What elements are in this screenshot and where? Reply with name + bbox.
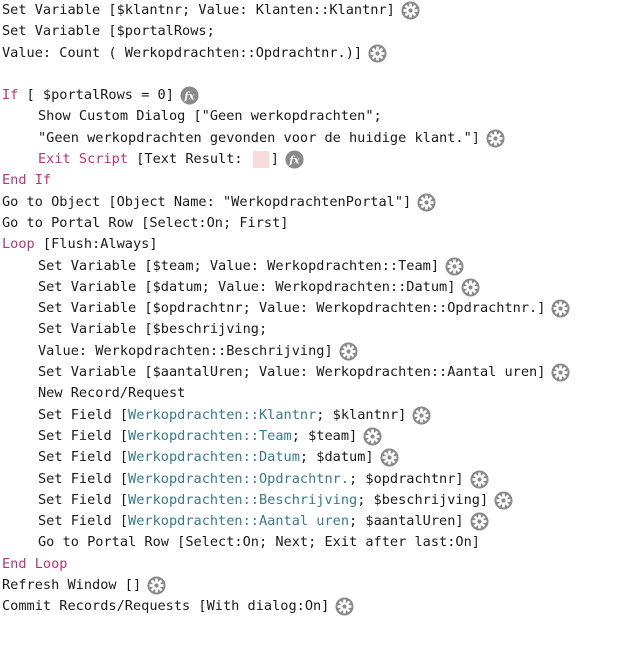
script-step[interactable]: Go to Portal Row [Select:On; First] — [2, 213, 639, 234]
gear-icon[interactable] — [363, 427, 382, 446]
script-step[interactable]: Set Field [Werkopdrachten::Aantal uren; … — [2, 511, 639, 532]
step-text: Set Variable [$klantnr; Value: Klanten::… — [2, 2, 395, 18]
gear-icon[interactable] — [412, 406, 431, 425]
script-step[interactable]: Show Custom Dialog ["Geen werkopdrachten… — [2, 106, 639, 127]
field-reference: Werkopdrachten::Opdrachtnr. — [128, 470, 350, 487]
script-step[interactable]: End If — [2, 170, 639, 191]
script-step[interactable]: Go to Portal Row [Select:On; Next; Exit … — [2, 532, 639, 553]
gear-icon[interactable] — [494, 491, 513, 510]
step-text: Set Variable [$team; Value: Werkopdracht… — [38, 257, 440, 274]
step-text: Show Custom Dialog ["Geen werkopdrachten… — [38, 108, 382, 125]
step-text: Set Variable [$datum; Value: Werkopdrach… — [38, 278, 456, 295]
step-text: ; $klantnr] — [316, 406, 407, 423]
step-text: Set Field [ — [38, 449, 129, 466]
step-text: [Flush:Always] — [34, 236, 158, 253]
script-step[interactable]: Set Field [Werkopdrachten::Klantnr; $kla… — [2, 405, 639, 426]
script-step[interactable]: End Loop — [2, 554, 639, 575]
script-step[interactable]: Set Variable [$datum; Value: Werkopdrach… — [2, 277, 639, 298]
step-text: Set Field [ — [38, 470, 129, 487]
step-text: Set Field [ — [38, 427, 129, 444]
script-step[interactable]: Value: Count ( Werkopdrachten::Opdrachtn… — [2, 43, 639, 64]
empty-text-result[interactable] — [252, 151, 269, 169]
gear-icon[interactable] — [368, 44, 387, 63]
step-text: Value: Werkopdrachten::Beschrijving] — [38, 342, 333, 359]
control-keyword: End If — [2, 172, 52, 189]
step-text: Set Field [ — [38, 406, 129, 423]
script-step[interactable]: If [ $portalRows = 0] fx — [2, 85, 639, 106]
script-step[interactable]: Set Variable [$opdrachtnr; Value: Werkop… — [2, 298, 639, 319]
step-text: ; $team] — [291, 427, 358, 444]
step-text: Go to Object [Object Name: "Werkopdracht… — [2, 193, 412, 210]
script-step[interactable]: Value: Werkopdrachten::Beschrijving] — [2, 341, 639, 362]
control-keyword: Exit Script — [38, 151, 129, 168]
script-step[interactable]: Set Variable [$beschrijving; — [2, 319, 639, 340]
field-reference: Werkopdrachten::Beschrijving — [128, 491, 358, 508]
script-step[interactable]: Set Variable [$klantnr; Value: Klanten::… — [2, 0, 639, 21]
script-step[interactable]: Set Variable [$team; Value: Werkopdracht… — [2, 256, 639, 277]
gear-icon[interactable] — [445, 257, 464, 276]
script-step[interactable]: Set Variable [$portalRows; — [2, 21, 639, 42]
step-text: Go to Portal Row [Select:On; First] — [2, 214, 289, 231]
script-step[interactable]: New Record/Request — [2, 383, 639, 404]
gear-icon[interactable] — [339, 342, 358, 361]
script-step[interactable]: Commit Records/Requests [With dialog:On] — [2, 596, 639, 617]
step-text: New Record/Request — [38, 385, 186, 402]
script-step[interactable]: Refresh Window [] — [2, 575, 639, 596]
step-text: Set Variable [$beschrijving; — [38, 321, 268, 338]
gear-icon[interactable] — [147, 576, 166, 595]
step-text: ; $beschrijving] — [357, 491, 489, 508]
gear-icon[interactable] — [486, 129, 505, 148]
blank-line[interactable] — [2, 64, 639, 85]
script-step[interactable]: Go to Object [Object Name: "Werkopdracht… — [2, 192, 639, 213]
gear-icon[interactable] — [417, 193, 436, 212]
step-text: ; $datum] — [299, 449, 374, 466]
field-reference: Werkopdrachten::Aantal uren — [128, 513, 350, 530]
step-text: Go to Portal Row [Select:On; Next; Exit … — [38, 534, 480, 551]
script-editor: Set Variable [$klantnr; Value: Klanten::… — [2, 0, 639, 618]
svg-text:fx: fx — [183, 92, 195, 103]
step-text: Refresh Window [] — [2, 577, 142, 594]
gear-icon[interactable] — [461, 278, 480, 297]
script-step[interactable]: Set Field [Werkopdrachten::Team; $team] — [2, 426, 639, 447]
step-text: Set Variable [$aantalUren; Value: Werkop… — [38, 364, 546, 381]
gear-icon[interactable] — [335, 597, 354, 616]
step-text: Set Variable [$opdrachtnr; Value: Werkop… — [38, 300, 546, 317]
script-step[interactable]: Loop [Flush:Always] — [2, 234, 639, 255]
gear-icon[interactable] — [470, 470, 489, 489]
script-step[interactable]: Set Variable [$aantalUren; Value: Werkop… — [2, 362, 639, 383]
step-text: [ $portalRows = 0] — [18, 87, 174, 104]
field-reference: Werkopdrachten::Team — [128, 427, 292, 444]
field-reference: Werkopdrachten::Klantnr — [128, 406, 317, 423]
step-text: [Text Result: — [128, 151, 251, 168]
step-text: Set Variable [$portalRows; — [2, 23, 215, 40]
gear-icon[interactable] — [401, 1, 420, 20]
step-text: ; $opdrachtnr] — [349, 470, 464, 487]
svg-text:fx: fx — [288, 156, 300, 167]
control-keyword: If — [2, 87, 19, 104]
step-text: Set Field [ — [38, 513, 129, 530]
step-text: Commit Records/Requests [With dialog:On] — [2, 598, 330, 615]
script-step[interactable]: Set Field [Werkopdrachten::Opdrachtnr.; … — [2, 469, 639, 490]
control-keyword: End Loop — [2, 555, 68, 572]
script-step[interactable]: Set Field [Werkopdrachten::Datum; $datum… — [2, 447, 639, 468]
step-text: Set Field [ — [38, 491, 129, 508]
fx-icon[interactable]: fx — [285, 150, 304, 169]
gear-icon[interactable] — [470, 512, 489, 531]
control-keyword: Loop — [2, 236, 35, 253]
step-text: "Geen werkopdrachten gevonden voor de hu… — [38, 129, 480, 146]
field-reference: Werkopdrachten::Datum — [128, 449, 300, 466]
step-text: Value: Count ( Werkopdrachten::Opdrachtn… — [2, 44, 363, 61]
gear-icon[interactable] — [380, 448, 399, 467]
gear-icon[interactable] — [551, 363, 570, 382]
script-step[interactable]: Exit Script [Text Result: ] fx — [2, 149, 639, 170]
fx-icon[interactable]: fx — [180, 86, 199, 105]
gear-icon[interactable] — [551, 299, 570, 318]
step-text: ] — [270, 151, 279, 168]
step-text: ; $aantalUren] — [349, 513, 464, 530]
script-step[interactable]: Set Field [Werkopdrachten::Beschrijving;… — [2, 490, 639, 511]
script-step[interactable]: "Geen werkopdrachten gevonden voor de hu… — [2, 128, 639, 149]
